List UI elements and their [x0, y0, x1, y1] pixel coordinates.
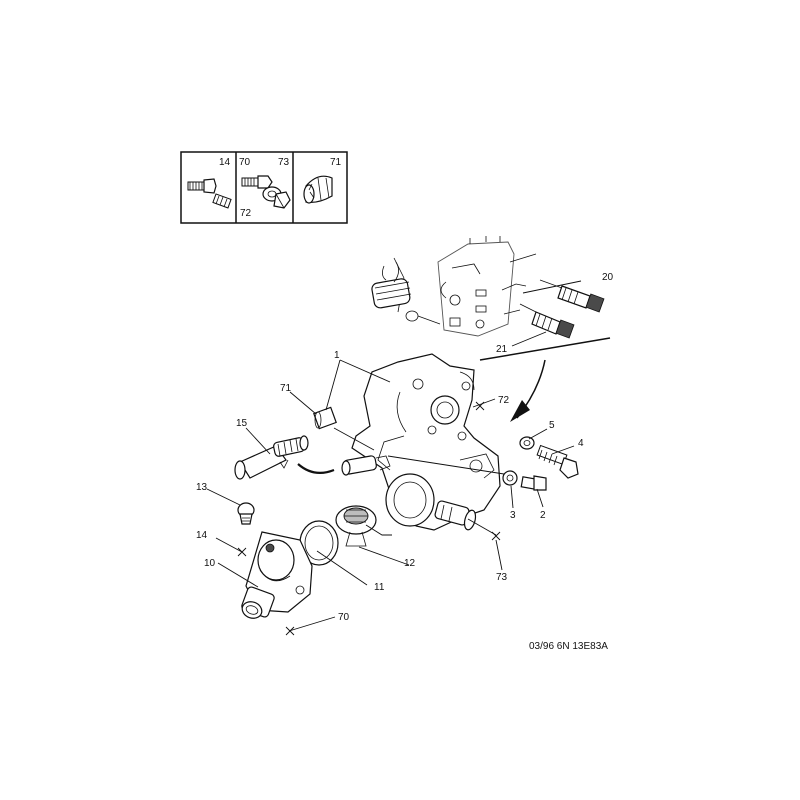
leader-lines [206, 280, 582, 636]
thermostat-cover-10 [241, 531, 313, 619]
callout-73: 73 [496, 572, 508, 583]
pipe-15 [234, 435, 335, 480]
sleeve-71 [313, 406, 375, 451]
inset-label-73: 73 [278, 157, 290, 168]
callout-21: 21 [496, 344, 508, 355]
callout-3: 3 [510, 510, 516, 521]
washer-5 [519, 436, 535, 450]
callout-70: 70 [338, 612, 350, 623]
washer-3 [502, 470, 518, 486]
thermostat-housing [341, 353, 501, 531]
callout-71: 71 [280, 383, 292, 394]
inset-stud-14 [187, 178, 232, 209]
callout-13: 13 [196, 482, 208, 493]
inset-bolt-70-73 [241, 175, 291, 209]
sensor-20 [539, 279, 605, 313]
bolt-4 [536, 444, 579, 479]
inset-label-72: 72 [240, 208, 252, 219]
inset-label-71: 71 [330, 157, 342, 168]
callout-20: 20 [602, 272, 614, 283]
callout-14: 14 [196, 530, 208, 541]
engine-block-context [371, 236, 537, 337]
inset-box: 14 70 73 72 71 [180, 151, 348, 224]
callout-2: 2 [540, 510, 546, 521]
callout-12: 12 [404, 558, 416, 569]
inset-label-14: 14 [219, 157, 231, 168]
sensor-21 [519, 303, 575, 339]
assembly-arrow [479, 337, 611, 422]
callout-4: 4 [578, 438, 584, 449]
callout-10: 10 [204, 558, 216, 569]
thermostat-12 [335, 505, 377, 547]
drawing-reference: 03/96 6N 13E83A [529, 641, 608, 652]
callout-5: 5 [549, 420, 555, 431]
callout-1: 1 [334, 350, 340, 361]
bleed-screw-13 [237, 502, 255, 525]
inset-sleeve-71 [303, 175, 333, 204]
o-ring-11 [299, 520, 339, 566]
callout-72: 72 [498, 395, 510, 406]
inset-label-70: 70 [239, 157, 251, 168]
bolt-2 [520, 475, 547, 491]
callout-15: 15 [236, 418, 248, 429]
callout-11: 11 [374, 582, 385, 593]
